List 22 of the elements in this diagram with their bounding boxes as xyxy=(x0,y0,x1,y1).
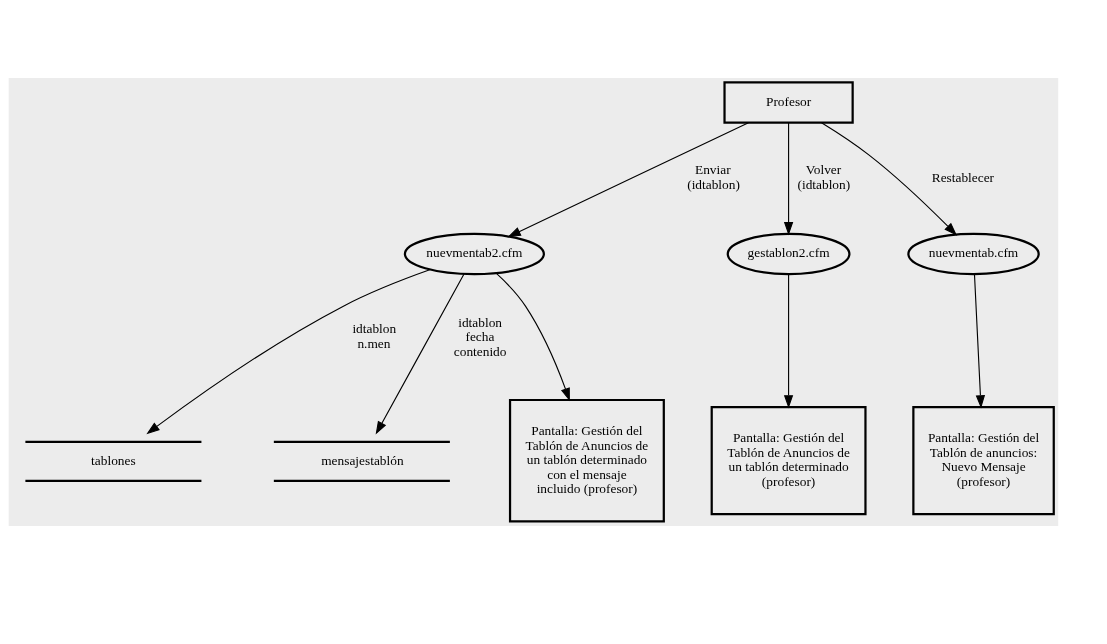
edge-label: idtablon n.men xyxy=(352,321,397,351)
node-text: mensajestablón xyxy=(321,452,404,468)
edge-label: idtablon fecha contenido xyxy=(453,314,507,359)
arrow xyxy=(495,272,570,402)
node-box: Pantalla: Gestión del Tablón de Anuncios de un tablón determinado (profesor) xyxy=(710,406,867,516)
arrow xyxy=(375,273,465,435)
arrow xyxy=(783,273,794,409)
node-box: Pantalla: Gestión del Tablón de Anuncios de un tablón determinado con el mensaje incluido (profesor) xyxy=(508,398,665,523)
edge-label: Volver (idtablon) xyxy=(797,162,851,192)
edge-label: Restablecer xyxy=(931,170,995,186)
node-box: Pantalla: Gestión del Tablón de anuncios: Nuevo Mensaje (profesor) xyxy=(912,406,1055,516)
node-ellipse: nuevmentab2.cfm xyxy=(403,232,545,276)
node-box: Profesor xyxy=(723,81,854,124)
edge-label: Enviar (idtablon) xyxy=(687,162,740,192)
node-text: tablones xyxy=(91,452,136,468)
arrow xyxy=(783,122,794,236)
arrow xyxy=(973,273,986,409)
arrow xyxy=(507,122,750,238)
node-ellipse: gestablon2.cfm xyxy=(726,232,851,276)
arrow xyxy=(820,122,958,236)
arrow xyxy=(146,269,431,435)
node-ellipse: nuevmentab.cfm xyxy=(907,232,1040,276)
